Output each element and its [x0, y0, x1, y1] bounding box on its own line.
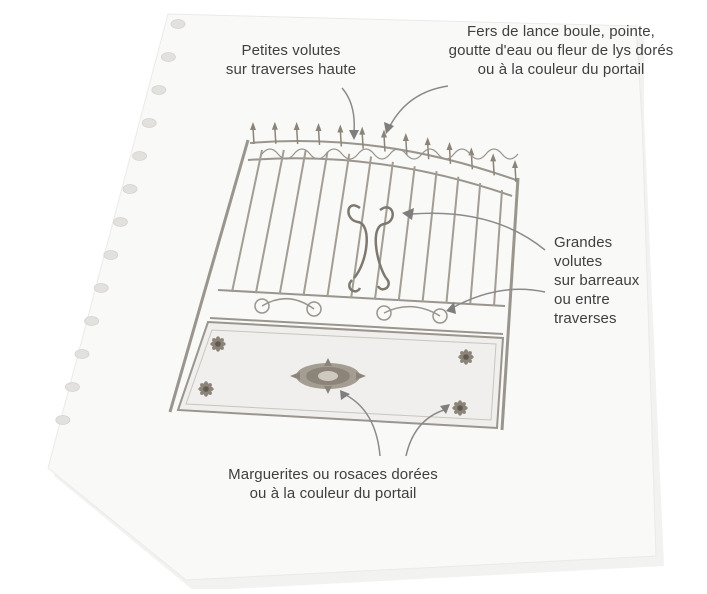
top-rail-upper — [249, 139, 517, 181]
spear-finial-icon — [381, 129, 387, 138]
daisy-icon — [452, 400, 468, 416]
spear-finial-icon — [337, 124, 344, 133]
binder-hole-icon — [74, 349, 90, 359]
binder-hole-icon — [132, 151, 148, 161]
annotation-rosettes: Marguerites ou rosaces dorées ou à la co… — [178, 465, 488, 503]
gate-bar — [278, 150, 307, 295]
gate-bar — [254, 149, 285, 294]
binder-hole-icon — [55, 415, 71, 425]
spear-finial-icon — [315, 122, 322, 131]
spear-shaft — [317, 128, 321, 146]
daisy-icon — [210, 336, 226, 352]
gate-bar — [373, 161, 394, 300]
spear-finial-icon — [250, 122, 256, 130]
spear-shaft — [492, 159, 495, 176]
binder-hole-icon — [160, 52, 176, 62]
binder-hole-icon — [103, 250, 119, 260]
annotation-large-volutes: Grandes volutes sur barreaux ou entre tr… — [554, 233, 694, 328]
spear-shaft — [361, 132, 364, 149]
gate-bar — [326, 153, 351, 298]
spear-finial-icon — [490, 153, 497, 162]
spear-shaft — [339, 130, 343, 147]
left-post — [168, 139, 250, 413]
right-post — [500, 177, 520, 431]
spear-finial-icon — [424, 137, 431, 146]
annotation-line: ou à la couleur du portail — [249, 485, 417, 502]
arrow-rail-volutes — [451, 288, 546, 309]
binder-hole-icon — [151, 85, 167, 95]
arrowheads — [340, 122, 456, 414]
daisy-center — [215, 341, 221, 347]
annotation-small-volutes: Petites volutes sur traverses haute — [196, 41, 386, 79]
spear-finials — [250, 121, 518, 183]
spear-finial-icon — [446, 141, 453, 150]
arrow-rosettes-right — [405, 409, 445, 457]
binder-holes — [55, 19, 186, 425]
daisy-icon — [458, 349, 474, 365]
middle-rail-upper — [217, 289, 506, 307]
annotation-line: Grandes — [554, 234, 613, 251]
rail-volutes — [254, 298, 448, 324]
arrow-rosettes-left — [343, 393, 381, 457]
arrow-spear-tips — [389, 85, 449, 127]
annotation-spear-tips: Fers de lance boule, pointe, goutte d'ea… — [416, 22, 706, 79]
annotation-line: goutte d'eau ou fleur de lys dorés — [448, 42, 674, 59]
small-volutes — [261, 148, 519, 160]
spear-shaft — [252, 127, 255, 145]
spear-shaft — [514, 165, 517, 183]
daisy-center — [457, 405, 463, 411]
spear-finial-icon — [359, 126, 366, 135]
spear-finial-icon — [402, 132, 409, 141]
daisy-center — [203, 386, 209, 392]
gate-bar — [445, 176, 460, 304]
central-rosette-icon — [290, 358, 366, 394]
binder-hole-icon — [93, 283, 109, 293]
daisies — [198, 336, 474, 416]
gate-bar — [231, 149, 263, 293]
annotation-line: ou à la couleur du portail — [477, 61, 645, 78]
arrow-small-volutes — [341, 87, 355, 133]
annotation-line: traverses — [554, 310, 617, 327]
daisy-icon — [198, 381, 214, 397]
binder-hole-icon — [170, 19, 186, 29]
spear-finial-icon — [293, 122, 300, 131]
annotation-line: sur traverses haute — [225, 61, 357, 78]
annotation-line: Marguerites ou rosaces dorées — [228, 466, 438, 483]
annotation-line: ou entre — [554, 291, 610, 308]
binder-hole-icon — [141, 118, 157, 128]
gate-bar — [302, 151, 329, 296]
arrow-large-volutes — [411, 212, 546, 251]
binder-hole-icon — [65, 382, 80, 392]
annotation-line: Petites volutes — [241, 42, 341, 59]
gate-bars — [231, 149, 503, 307]
annotation-line: sur barreaux — [554, 272, 640, 289]
panel-inner — [185, 329, 497, 421]
spear-finial-icon — [271, 121, 278, 130]
spear-shaft — [383, 135, 386, 152]
spear-shaft — [448, 147, 452, 165]
gate-bar — [421, 171, 438, 303]
spear-shaft — [426, 143, 430, 160]
daisy-center — [463, 354, 469, 360]
gate-bar — [469, 182, 482, 305]
binder-hole-icon — [122, 184, 138, 194]
large-volute-icon — [347, 204, 394, 293]
gate-bar — [397, 166, 416, 302]
annotation-line: Fers de lance boule, pointe, — [467, 23, 655, 40]
binder-hole-icon — [84, 316, 99, 326]
annotation-line: volutes — [554, 253, 603, 270]
binder-hole-icon — [113, 217, 128, 227]
spear-shaft — [295, 128, 299, 145]
spear-finial-icon — [512, 160, 518, 168]
callout-arrows — [341, 85, 546, 457]
spear-shaft — [274, 127, 277, 144]
middle-rail-lower — [209, 317, 504, 335]
gate-bar — [350, 156, 373, 299]
gate-bar — [493, 189, 503, 307]
spear-shaft — [405, 138, 408, 156]
